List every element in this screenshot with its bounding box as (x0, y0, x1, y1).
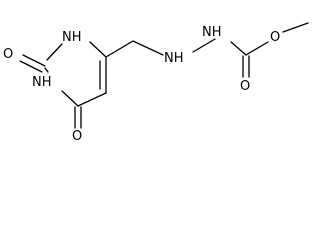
bond-o-ch3 (282, 22, 309, 33)
bond-c2-o-a (22, 54, 46, 67)
bond-n1-c2 (44, 67, 49, 73)
bond-c5-c6 (77, 92, 107, 107)
atom-label-nh-hydrazine-2: NH (202, 25, 222, 40)
bond-c2-n3 (46, 43, 63, 61)
atom-label-o-ester: O (270, 30, 280, 45)
bond-c6-n1 (61, 90, 79, 107)
bond-c4-ch2 (105, 40, 134, 58)
atom-label-nh-ring-bottom: NH (32, 75, 52, 90)
atom-label-o-top: O (3, 47, 13, 62)
bond-c2-o-b (19, 60, 43, 73)
bond-c-o-ester (245, 41, 269, 56)
bond-n3-c4 (89, 41, 107, 58)
atom-label-nh-hydrazine-1: NH (164, 51, 184, 66)
atom-label-o-bottom: O (72, 129, 82, 144)
bond-nh-nh (192, 38, 216, 53)
chemical-structure-diagram: O NH NH O NH NH O O (3, 22, 309, 144)
atom-label-o-carbonyl: O (240, 79, 250, 94)
bond-ch2-nh (132, 40, 164, 56)
atom-label-nh-ring-top: NH (62, 30, 82, 45)
bond-nh-c (230, 41, 247, 56)
